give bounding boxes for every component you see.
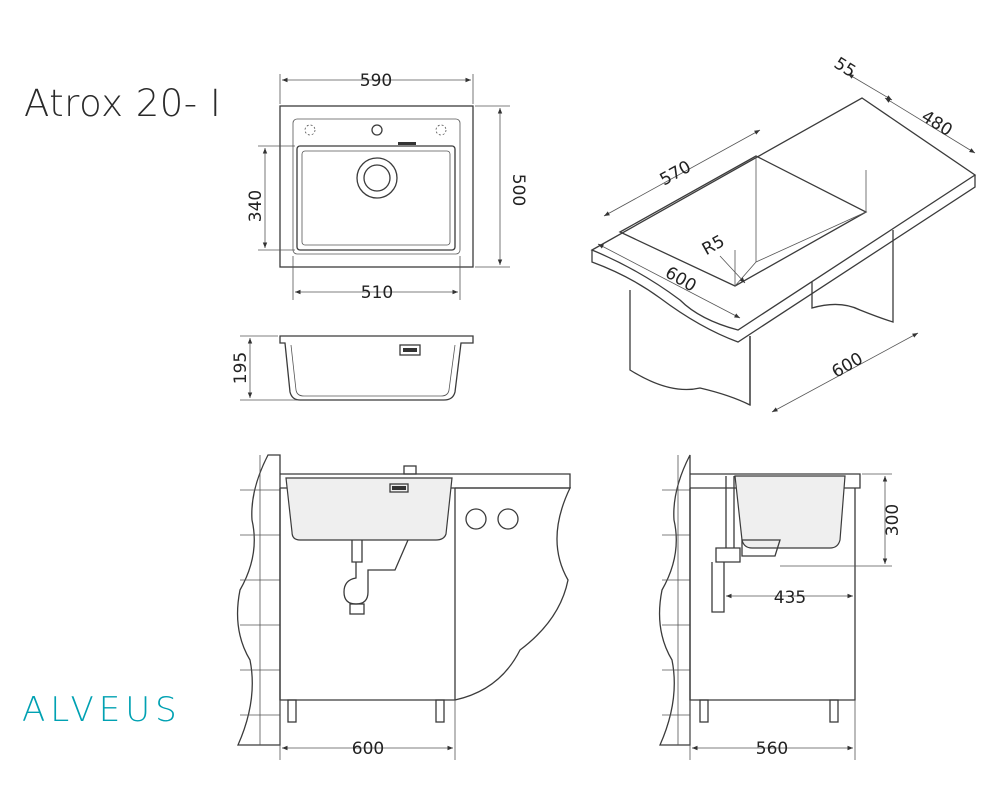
side-installation-view bbox=[658, 454, 892, 760]
isometric-view bbox=[590, 73, 977, 413]
dim-side-height: 300 bbox=[883, 504, 903, 536]
dim-iso-radius: R5 bbox=[699, 231, 728, 259]
dim-top-width: 590 bbox=[360, 71, 392, 91]
dim-bowl-width: 510 bbox=[361, 283, 393, 303]
plan-view bbox=[258, 74, 510, 300]
dim-iso-depth: 480 bbox=[918, 107, 956, 141]
front-installation-view bbox=[236, 454, 572, 760]
dim-side-offset: 435 bbox=[774, 588, 806, 608]
brand-logo: ALVEUS bbox=[22, 690, 182, 730]
section-view bbox=[240, 335, 474, 401]
dim-front-cabinet-width: 600 bbox=[352, 739, 384, 759]
product-title: Atrox 20- I bbox=[24, 82, 222, 125]
dim-top-depth: 500 bbox=[508, 174, 528, 206]
dim-bowl-depth: 340 bbox=[246, 190, 266, 222]
dim-section-height: 195 bbox=[231, 352, 251, 384]
dim-side-cabinet-depth: 560 bbox=[756, 739, 788, 759]
dim-iso-cutout: 570 bbox=[657, 157, 695, 190]
dim-iso-cabinet-depth: 600 bbox=[828, 349, 866, 383]
